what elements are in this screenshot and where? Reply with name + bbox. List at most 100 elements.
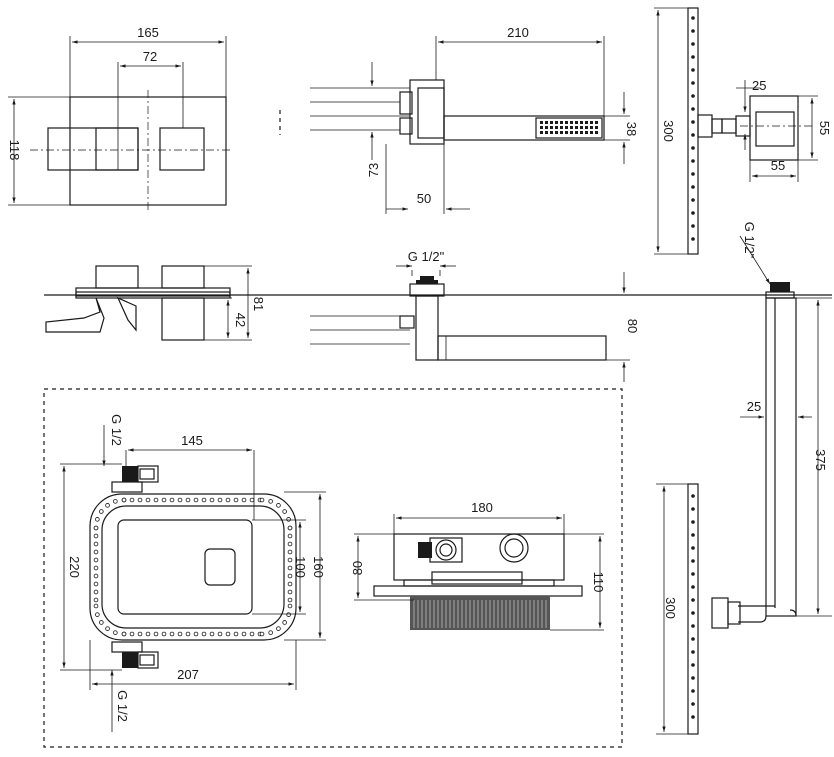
dimension-spout-thread: G 1/2" xyxy=(396,249,456,268)
mounting-hole xyxy=(233,497,239,503)
dim-label: 160 xyxy=(311,556,326,578)
spout-side-view xyxy=(310,270,630,361)
aerator-hole xyxy=(560,121,563,124)
nozzle xyxy=(691,42,695,46)
aerator-hole xyxy=(580,121,583,124)
dim-label: G 1/2" xyxy=(742,222,757,259)
ceiling-shower-view xyxy=(656,282,832,735)
dimension-spout-height: 38 xyxy=(622,92,639,164)
mounting-hole xyxy=(268,499,273,504)
dimension-arm-size: 25 xyxy=(743,78,766,150)
mounting-hole xyxy=(121,497,127,503)
dimension-front-inner: 72 xyxy=(120,49,181,68)
nozzle xyxy=(691,133,695,137)
dim-label: 210 xyxy=(507,25,529,40)
diverter-knob xyxy=(159,127,205,171)
spout-body-side xyxy=(437,335,607,361)
dimension-spout-depth: 50 xyxy=(386,140,470,214)
aerator-hole xyxy=(585,121,588,124)
mounting-hole xyxy=(233,631,239,637)
aerator-hole xyxy=(595,121,598,124)
mounting-hole xyxy=(153,631,159,637)
mounting-hole xyxy=(145,631,151,637)
dim-label: 55 xyxy=(771,158,785,173)
nozzle xyxy=(691,533,695,537)
mounting-hole xyxy=(287,541,293,547)
mounting-hole xyxy=(193,497,199,503)
mounting-hole xyxy=(209,497,215,503)
valve-ribs xyxy=(413,600,547,628)
mounting-hole xyxy=(217,497,223,503)
aerator-hole xyxy=(545,121,548,124)
aerator-hole xyxy=(560,131,563,134)
valve-body-view xyxy=(354,514,604,631)
nozzle xyxy=(691,637,695,641)
dim-label: 300 xyxy=(661,120,676,142)
aerator-hole xyxy=(570,131,573,134)
dimension-box-height: 220 xyxy=(62,466,82,668)
mounting-hole xyxy=(161,497,167,503)
nozzle xyxy=(691,81,695,85)
mounting-hole xyxy=(137,631,143,637)
dimension-box-thread-bottom: G 1/2 xyxy=(110,670,130,732)
aerator-hole xyxy=(595,126,598,129)
mounting-hole xyxy=(217,631,223,637)
mounting-hole xyxy=(129,631,135,637)
mounting-hole xyxy=(95,612,100,617)
mounting-hole xyxy=(105,503,110,508)
aerator-hole xyxy=(595,131,598,134)
mounting-hole xyxy=(287,573,293,579)
mounting-hole xyxy=(185,631,191,637)
nozzle xyxy=(691,159,695,163)
mounting-hole xyxy=(249,497,255,503)
dim-label: 165 xyxy=(137,25,159,40)
mounting-hole xyxy=(287,549,293,555)
mixer-side-view xyxy=(45,265,252,341)
dimension-box-inner-width: 145 xyxy=(128,433,252,452)
mounting-hole xyxy=(259,631,265,637)
aerator-hole xyxy=(590,131,593,134)
dimension-head-thread: G 1/2" xyxy=(739,222,771,285)
nozzle xyxy=(691,585,695,589)
box-outer xyxy=(89,493,297,641)
nozzle xyxy=(691,507,695,511)
mounting-hole xyxy=(161,631,167,637)
mounting-hole xyxy=(169,631,175,637)
nozzle xyxy=(691,624,695,628)
dimension-spout-offset: 73 xyxy=(366,62,381,177)
mounting-hole xyxy=(249,631,255,637)
aerator-hole xyxy=(550,126,553,129)
dim-label: 100 xyxy=(293,556,308,578)
aerator-hole xyxy=(555,126,558,129)
aerator-hole xyxy=(585,126,588,129)
dim-label: 180 xyxy=(471,500,493,515)
mixer-front-view xyxy=(8,36,232,212)
dim-label: 118 xyxy=(7,140,22,161)
nozzle xyxy=(691,107,695,111)
dimension-pipe-length: 375 xyxy=(813,300,828,614)
aerator-hole xyxy=(580,126,583,129)
dimension-spout-length: 210 xyxy=(438,25,602,44)
dim-label: 145 xyxy=(181,433,203,448)
wall-arm-flange xyxy=(749,95,799,161)
nozzle xyxy=(691,172,695,176)
mounting-hole xyxy=(93,603,99,609)
nozzle xyxy=(691,598,695,602)
mounting-hole xyxy=(287,603,293,609)
dimension-pipe-size: 25 xyxy=(740,399,812,419)
mounting-hole xyxy=(185,497,191,503)
nozzle xyxy=(691,650,695,654)
mounting-hole xyxy=(286,517,291,522)
valve-cartridge-base xyxy=(410,596,550,630)
nozzle xyxy=(691,494,695,498)
dim-label: G 1/2 xyxy=(109,414,124,446)
nozzle xyxy=(691,546,695,550)
mounting-hole xyxy=(95,517,100,522)
mounting-hole xyxy=(121,631,127,637)
mounting-hole xyxy=(287,557,293,563)
aerator-hole xyxy=(540,126,543,129)
aerator-hole xyxy=(540,131,543,134)
mounting-hole xyxy=(145,497,151,503)
dim-label: 72 xyxy=(143,49,157,64)
shower-head-plate-bottom xyxy=(687,483,699,735)
